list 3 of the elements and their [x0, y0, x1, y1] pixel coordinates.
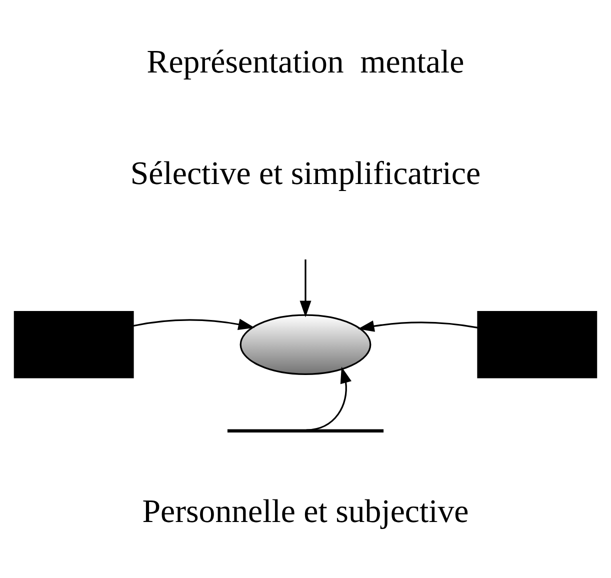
label: Personnelle et subjective [142, 494, 469, 530]
label: Sélective et simplificatrice [130, 156, 481, 192]
label: Représentation mentale [146, 44, 464, 80]
